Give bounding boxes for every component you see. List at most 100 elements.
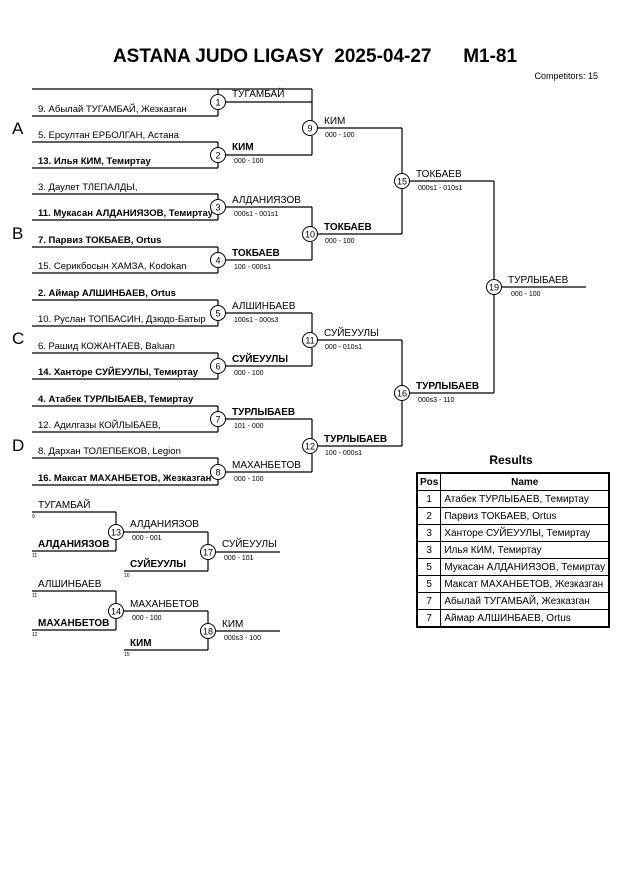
entry-name: 16. Максат МАХАНБЕТОВ, Жезказган [38,473,212,484]
result-pos: 2 [416,507,442,525]
repechage-name: АЛДАНИЯЗОВ [130,519,199,530]
result-pos: 5 [416,558,442,576]
match-score: 000 - 100 [325,132,355,139]
match-number: 16 [397,389,407,399]
event-date: 2025-04-27 [334,46,432,67]
result-pos: 3 [416,541,442,559]
repechage-name: ТУГАМБАЙ [38,498,90,511]
match-score: 000 - 100 [234,158,264,165]
entry-name: 9. Абылай ТУГАМБАЙ, Жезказган [38,103,187,115]
result-name: Мукасан АЛДАНИЯЗОВ, Темиртау [440,558,610,576]
league-name: ASTANA JUDO LIGASY [112,46,324,67]
results-header-row: Pos Name [416,472,610,491]
repechage-seed: 12 [32,632,38,638]
repechage-name: СУЙЕУУЛЫ [222,537,277,550]
result-name: Атабек ТУРЛЫБАЕВ, Темиртау [440,490,610,508]
results-col-name: Name [440,472,610,491]
match-score: 100 - 000s1 [325,450,362,457]
result-pos: 7 [416,609,442,628]
match-winner-name: МАХАНБЕТОВ [232,460,301,471]
entry-name: 11. Мукасан АЛДАНИЯЗОВ, Темиртау [38,208,214,219]
pool-label: C [12,329,24,348]
competitors-count: Competitors: 15 [534,71,598,81]
repechage-name: АЛДАНИЯЗОВ [38,539,109,550]
weight-category: M1-81 [463,46,518,67]
repechage-seed: 11 [32,553,37,559]
match-number: 6 [215,362,220,372]
match-score: 000 - 100 [234,476,264,483]
match-winner-name: АЛДАНИЯЗОВ [232,195,301,206]
match-number-circle [200,623,216,639]
entry-name: 13. Илья КИМ, Темиртау [38,156,152,167]
entry-name: 6. Рашид КОЖАНТАЕВ, Baluan [38,341,175,352]
result-name: Максат МАХАНБЕТОВ, Жезказган [440,575,610,593]
repechage-seed: 11 [32,593,37,599]
match-number: 5 [215,309,220,319]
match-number: 13 [111,528,121,538]
pool-label: A [12,119,24,138]
match-number-circle [302,226,318,242]
entry-name: 10. Руслан ТОПБАСИН, Дзюдо-Батыр [38,314,206,325]
match-winner-name: ТОКБАЕВ [232,248,280,259]
entry-name: 5. Ерсултан ЕРБОЛГАН, Астана [38,130,180,141]
match-number: 3 [215,203,220,213]
result-name: Аймар АЛШИНБАЕВ, Ortus [440,609,610,628]
pool-label: B [12,224,23,243]
match-number: 2 [215,151,220,161]
match-score: 000s1 - 010s1 [418,185,462,192]
match-number: 4 [215,256,220,266]
result-pos: 3 [416,524,442,542]
match-score: 100s1 - 000s3 [234,317,278,324]
match-number: 19 [489,283,499,293]
match-winner-name: ТУГАМБАЙ [232,87,284,100]
match-score: 000s1 - 001s1 [234,211,278,218]
result-name: Парвиз ТОКБАЕВ, Ortus [440,507,610,525]
match-number: 9 [307,124,312,134]
match-score: 000 - 100 [325,238,355,245]
match-winner-name: КИМ [232,142,254,153]
match-number: 14 [111,607,121,617]
repechage-name: МАХАНБЕТОВ [130,599,199,610]
match-winner-name: АЛШИНБАЕВ [232,301,296,312]
match-number: 11 [305,336,314,346]
match-number-circle [486,279,502,295]
match-winner-name: ТОКБАЕВ [416,169,462,180]
match-number: 7 [215,415,220,425]
match-number-circle [394,385,410,401]
results-title: Results [489,453,533,467]
match-score: 000s3 - 110 [418,397,455,404]
result-name: Абылай ТУГАМБАЙ, Жезказган [440,592,610,610]
match-score: 000 - 100 [511,291,541,298]
entry-name: 8. Дархан ТОЛЕПБЕКОВ, Legion [38,446,181,457]
result-pos: 5 [416,575,442,593]
match-number: 17 [203,548,213,558]
entry-name: 12. Адилгазы КОЙЛЫБАЕВ, [38,419,161,431]
match-score: 000 - 001 [132,535,162,542]
match-number: 12 [305,442,315,452]
match-winner-name: ТУРЛЫБАЕВ [508,275,569,286]
repechage-seed: 16 [124,573,130,579]
repechage-name: СУЙЕУУЛЫ [130,557,186,570]
match-score: 000s3 - 100 [224,635,261,642]
match-winner-name: СУЙЕУУЛЫ [232,352,288,365]
match-number-circle [302,438,318,454]
match-score: 101 - 000 [234,423,264,430]
repechage-seed: 15 [124,652,130,658]
pool-label: D [12,436,24,455]
repechage-seed: 9 [32,514,35,520]
match-number: 1 [215,98,220,108]
match-number-circle [108,603,124,619]
match-number: 18 [203,627,213,637]
result-pos: 1 [416,490,442,508]
repechage-name: КИМ [222,619,243,630]
match-number-circle [108,524,124,540]
repechage-name: КИМ [130,638,152,649]
repechage-name: МАХАНБЕТОВ [38,618,109,629]
